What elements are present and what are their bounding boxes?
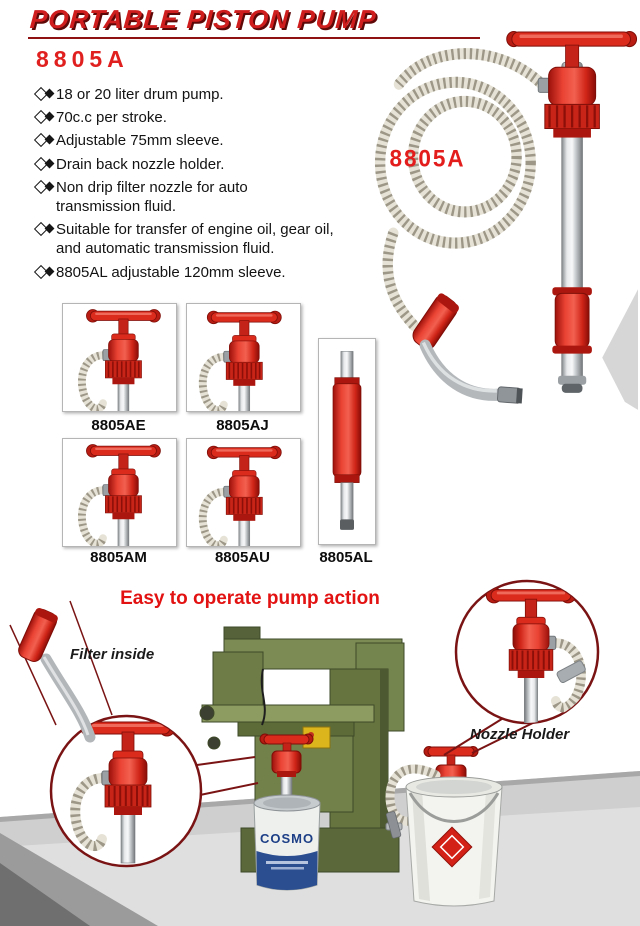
variant-image-8805ae	[62, 303, 177, 412]
diamond-bullet-icon	[33, 108, 56, 127]
feature-text: Suitable for transfer of engine oil, gea…	[56, 221, 334, 258]
variant-label: 8805AE	[91, 417, 146, 434]
diamond-bullet-icon	[33, 131, 56, 150]
can-brand-label: COSMO	[260, 831, 314, 846]
variant-label: 8805AM	[90, 549, 147, 566]
diamond-bullet-icon	[33, 178, 56, 216]
feature-item: 70c.c per stroke.	[33, 108, 336, 127]
variant-image-8805am	[62, 438, 177, 547]
diamond-bullet-icon	[33, 263, 56, 282]
feature-list: 18 or 20 liter drum pump. 70c.c per stro…	[33, 85, 336, 286]
filter-callout-circle	[49, 714, 203, 868]
hero-hose-coil	[374, 48, 550, 332]
feature-text: Non drip filter nozzle for auto transmis…	[56, 178, 248, 215]
feature-item: 18 or 20 liter drum pump.	[33, 85, 336, 104]
bucket-illustration	[385, 746, 503, 907]
action-heading: Easy to operate pump action	[120, 588, 380, 609]
bottom-scene-illustration: COSMO	[0, 579, 640, 926]
nozzle-callout-circle	[454, 579, 600, 725]
cosmo-can-illustration: COSMO	[253, 733, 321, 891]
feature-item: Suitable for transfer of engine oil, gea…	[33, 220, 336, 258]
diamond-bullet-icon	[33, 85, 56, 104]
variant-label: 8805AU	[214, 549, 271, 566]
variant-image-8805au	[186, 438, 301, 547]
hero-pump-head	[506, 31, 638, 138]
feature-text: 8805AL adjustable 120mm sleeve.	[56, 263, 286, 281]
variant-image-8805al	[318, 338, 376, 545]
feature-item: Non drip filter nozzle for auto transmis…	[33, 178, 336, 216]
feature-item: Adjustable 75mm sleeve.	[33, 131, 336, 150]
feature-item: 8805AL adjustable 120mm sleeve.	[33, 263, 336, 282]
feature-text: Adjustable 75mm sleeve.	[56, 132, 224, 150]
hero-model-label: 8805A	[390, 145, 466, 172]
filter-inside-label: Filter inside	[70, 646, 155, 663]
nozzle-holder-label: Nozzle Holder	[470, 726, 570, 743]
hero-product-photo: 8805A	[374, 31, 638, 410]
diamond-bullet-icon	[33, 155, 56, 174]
variant-image-8805aj	[186, 303, 301, 412]
feature-text: 18 or 20 liter drum pump.	[56, 86, 224, 103]
feature-text: Drain back nozzle holder.	[56, 155, 225, 173]
feature-text: 70c.c per stroke.	[56, 109, 167, 127]
diamond-bullet-icon	[33, 220, 56, 258]
gray-corner-swoosh	[602, 289, 638, 410]
hero-spout	[412, 293, 523, 404]
discharge-grip-illustration	[18, 607, 96, 743]
variant-label: 8805AL	[319, 549, 373, 566]
model-number: 8805A	[36, 46, 129, 72]
hero-pump-tube	[552, 61, 592, 393]
title-underline	[28, 37, 480, 39]
feature-item: Drain back nozzle holder.	[33, 155, 336, 174]
variant-label: 8805AJ	[216, 417, 269, 434]
